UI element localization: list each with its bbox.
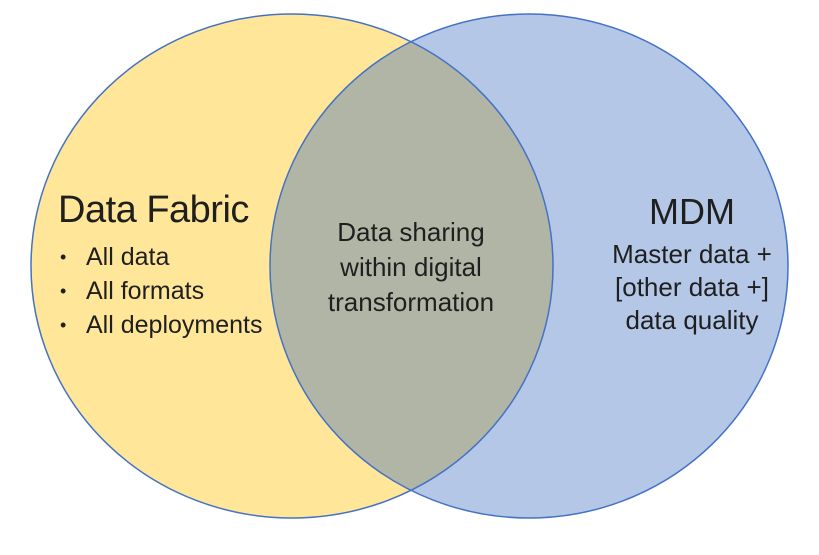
right-circle-label-group: MDM Master data + [other data +] data qu… xyxy=(560,192,819,337)
list-item: • All deployments xyxy=(58,308,358,342)
left-circle-title: Data Fabric xyxy=(58,189,249,231)
right-circle-title: MDM xyxy=(649,191,735,232)
bullet-icon: • xyxy=(60,247,67,267)
bullet-label: All formats xyxy=(86,277,205,305)
overlap-label-line: transformation xyxy=(327,287,495,317)
list-item: • All formats xyxy=(58,274,358,308)
bullet-label: All deployments xyxy=(86,311,263,339)
right-circle-description: Master data + [other data +] data qualit… xyxy=(560,238,819,337)
right-description-line: data quality xyxy=(625,305,759,335)
overlap-label-line: Data sharing xyxy=(337,217,485,247)
overlap-label-group: Data sharing within digital transformati… xyxy=(293,215,529,320)
overlap-region xyxy=(270,14,553,518)
bullet-icon: • xyxy=(60,281,67,301)
right-circle-outline xyxy=(269,13,789,519)
list-item: • All data xyxy=(58,240,358,274)
right-description-line: Master data + xyxy=(612,239,772,269)
left-circle-label-group: Data Fabric • All data • All formats • A… xyxy=(58,188,358,342)
bullet-label: All data xyxy=(86,243,170,271)
overlap-label-line: within digital xyxy=(340,252,482,282)
right-description-line: [other data +] xyxy=(615,272,769,302)
bullet-icon: • xyxy=(60,315,67,335)
left-circle-outline xyxy=(30,13,554,519)
left-circle-bullet-list: • All data • All formats • All deploymen… xyxy=(58,240,358,342)
